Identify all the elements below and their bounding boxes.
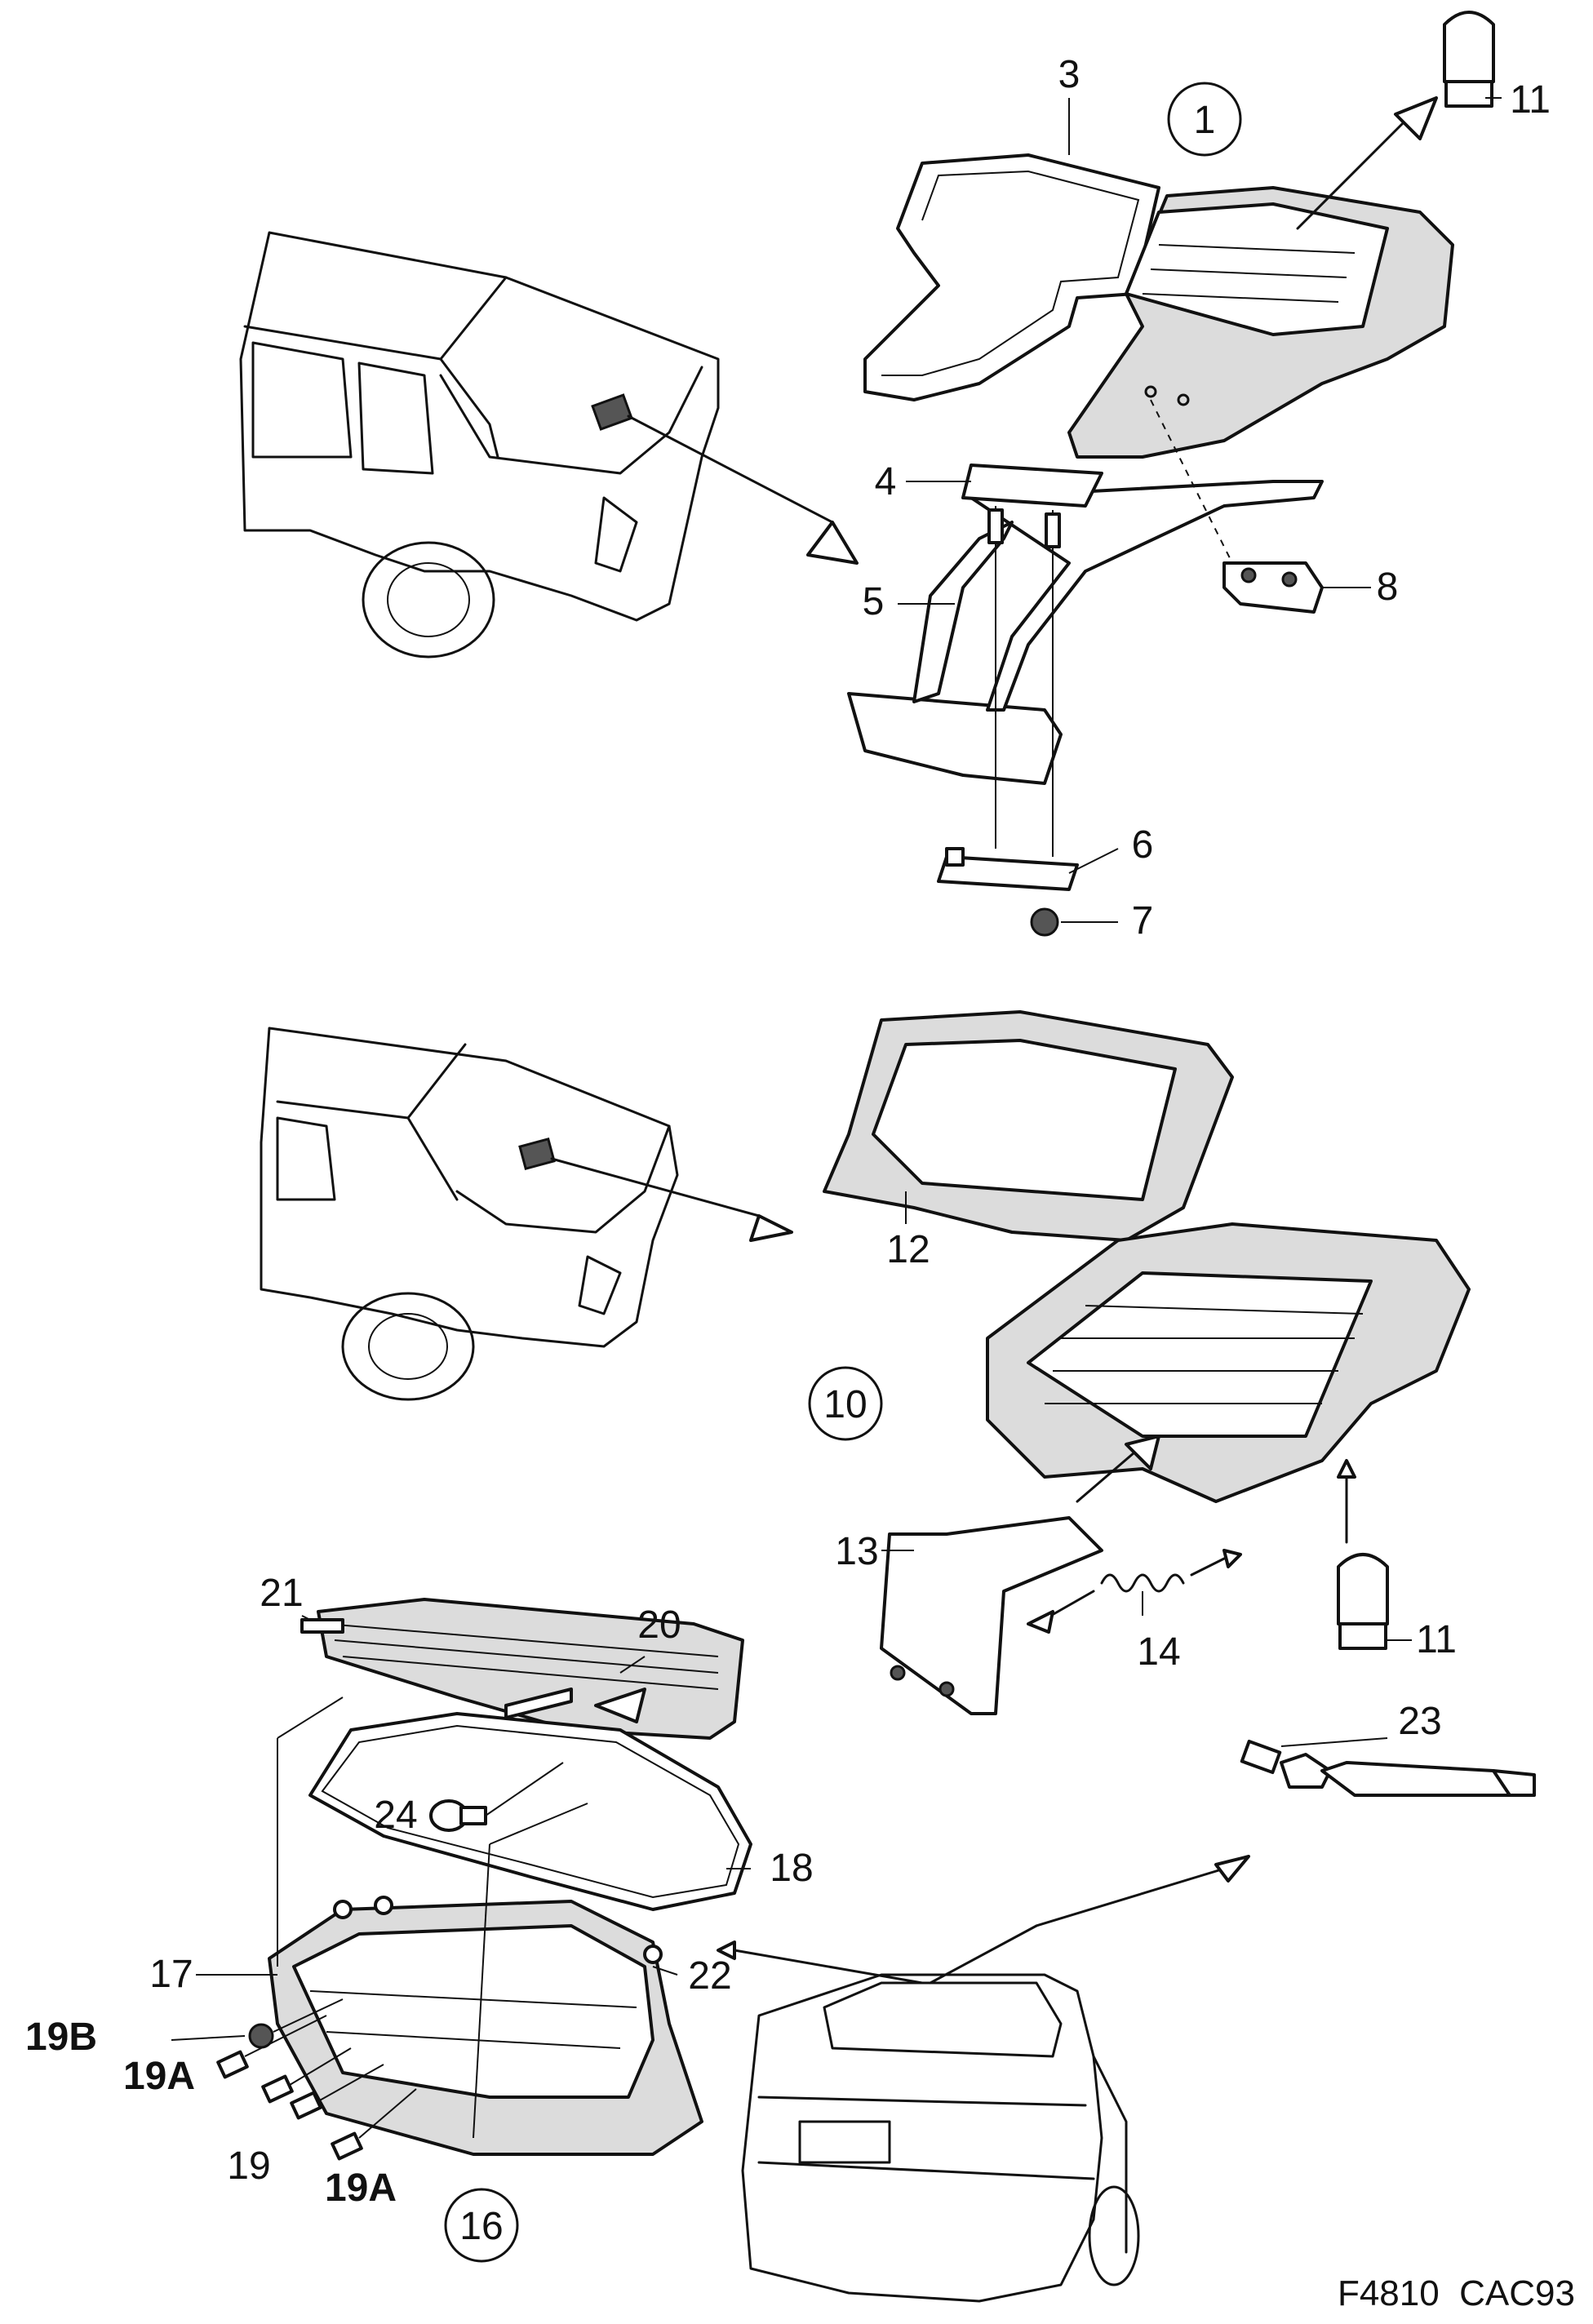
- spring-14: [1027, 1549, 1242, 1634]
- label-13: 13: [835, 1530, 878, 1573]
- leaders-section-1: [898, 97, 1502, 923]
- lens-seal-3: [863, 153, 1160, 401]
- bulb-holders-19: [216, 1998, 417, 2161]
- label-1-group: 1: [1167, 82, 1242, 157]
- fastener-24: [429, 1762, 564, 1832]
- label-8: 8: [1377, 565, 1399, 609]
- leaders-section-10: [881, 1191, 1412, 1641]
- bulb-11-middle: [1337, 1459, 1389, 1650]
- label-11-top: 11: [1510, 78, 1551, 122]
- car-sedan-top: [239, 231, 859, 659]
- label-1: 1: [1194, 99, 1216, 142]
- clip-6: [937, 847, 1079, 891]
- label-10: 10: [823, 1383, 867, 1426]
- label-19: 19: [227, 2144, 270, 2188]
- label-16: 16: [459, 2205, 503, 2248]
- spoiler-20: [317, 1598, 744, 1740]
- label-24: 24: [374, 1794, 417, 1837]
- bracket-5: [847, 480, 1324, 785]
- car-sedan-middle: [260, 1027, 793, 1401]
- nut-7: [1030, 907, 1059, 937]
- label-7: 7: [1132, 899, 1154, 942]
- figure-reference: F4810 CAC93: [1338, 2273, 1575, 2313]
- label-22: 22: [688, 1954, 731, 1998]
- label-19b: 19B: [25, 2016, 97, 2059]
- plate-4: [961, 463, 1103, 857]
- bulb-11-top: [1296, 11, 1495, 230]
- leaders-section-16: [171, 1615, 1388, 2041]
- label-14: 14: [1137, 1630, 1180, 1674]
- label-23: 23: [1398, 1700, 1441, 1743]
- label-6: 6: [1132, 823, 1154, 867]
- label-11-middle: 11: [1416, 1618, 1457, 1661]
- label-17: 17: [149, 1953, 193, 1996]
- label-19a-right: 19A: [325, 2167, 397, 2210]
- brake-light-housing-10: [986, 1222, 1471, 1503]
- label-16-group: 16: [444, 2188, 519, 2263]
- label-10-group: 10: [808, 1366, 883, 1441]
- label-18: 18: [770, 1847, 813, 1890]
- screw-21: [300, 1618, 573, 1719]
- label-20: 20: [637, 1603, 681, 1647]
- label-19a-left: 19A: [123, 2055, 195, 2098]
- seal-12: [823, 1010, 1234, 1242]
- label-12: 12: [886, 1228, 930, 1271]
- label-4: 4: [875, 460, 897, 503]
- clip-8: [1150, 399, 1324, 614]
- car-hatchback-bottom: [717, 1855, 1250, 2303]
- pipe-23: [1240, 1739, 1536, 1797]
- label-3: 3: [1058, 53, 1080, 96]
- housing-17: [268, 1696, 703, 2156]
- seal-18: [308, 1712, 752, 1911]
- bracket-13: [880, 1435, 1160, 1715]
- brake-light-housing-1: [1067, 186, 1454, 459]
- label-5: 5: [863, 580, 885, 623]
- label-21: 21: [260, 1572, 303, 1615]
